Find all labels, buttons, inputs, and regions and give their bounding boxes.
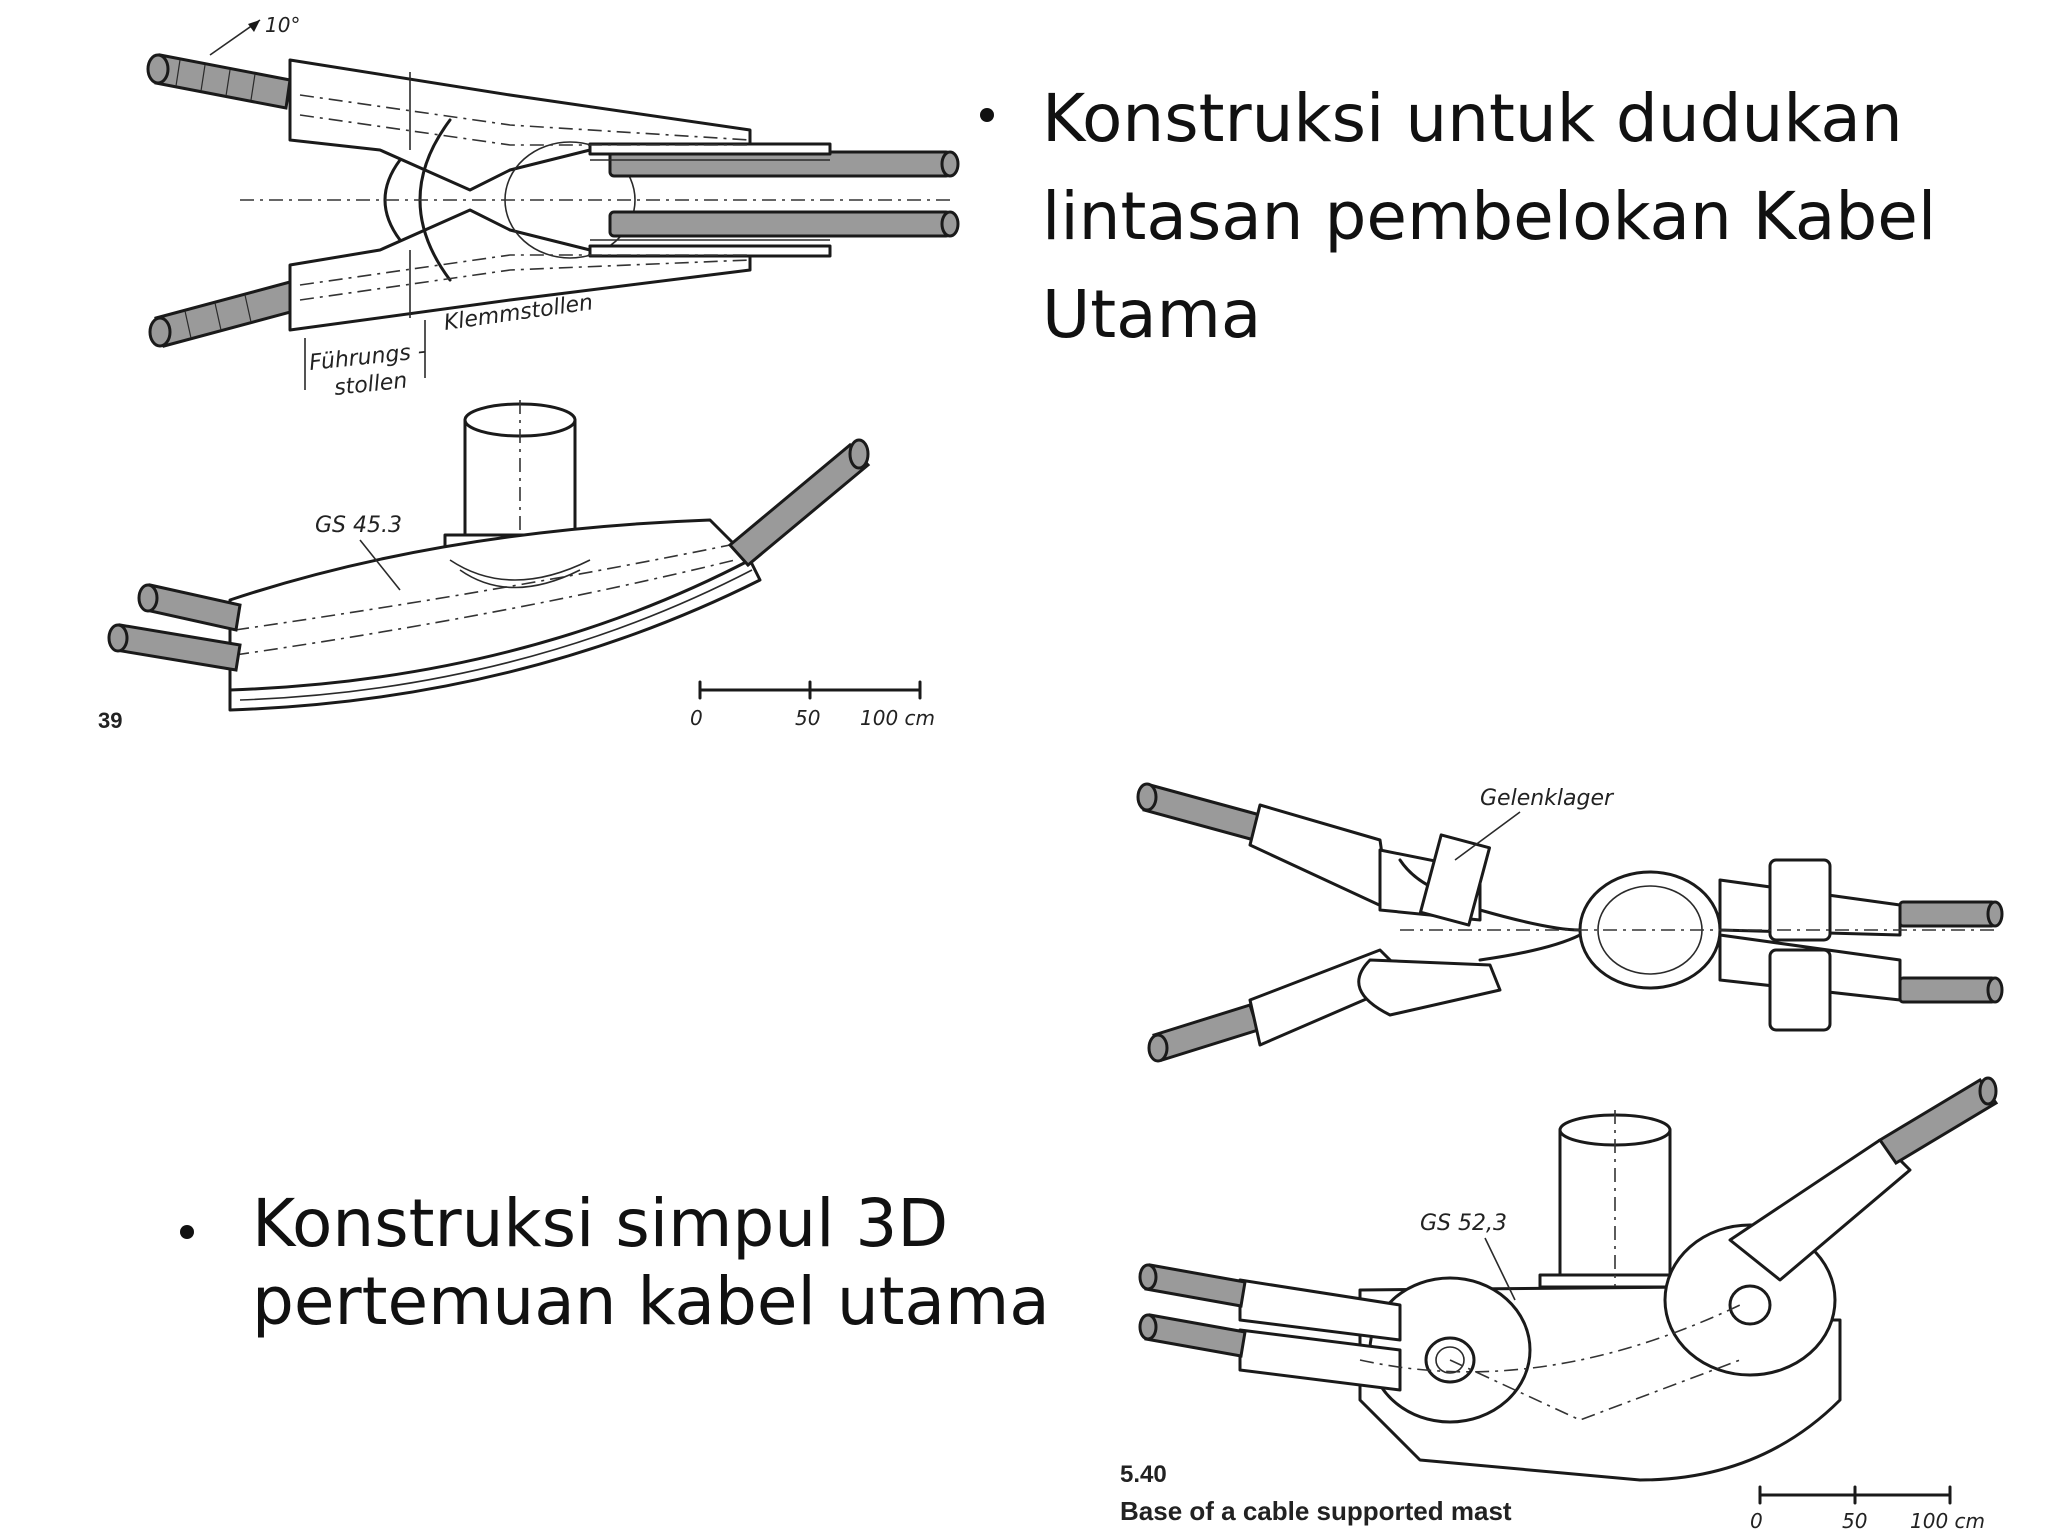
cable-right-upper — [608, 150, 960, 178]
scale-tick-0: 0 — [1750, 1509, 1763, 1533]
clevis-right-lower — [1768, 948, 1832, 1032]
bullet-cable-deflection-seat: Konstruksi untuk dudukan lintasan pembel… — [980, 70, 2020, 364]
scale-tick-0: 0 — [690, 706, 703, 730]
scale-bar-node: 0 50 100 cm — [1750, 1485, 1985, 1533]
cable-node-elev-left-2 — [1138, 1313, 1247, 1358]
figure-cable-saddle: 10° Führungs - stollen Klemmstollen — [98, 13, 960, 733]
angle-label: 10° — [265, 13, 300, 37]
cable-node-right-lower — [1898, 976, 2004, 1004]
label-guide-tunnel-2: stollen — [333, 368, 408, 401]
figure-number: 39 — [98, 708, 122, 733]
clevis-right-upper — [1768, 858, 1832, 942]
cable-node-right-upper — [1898, 900, 2004, 928]
bullet-3d-node: Konstruksi simpul 3D pertemuan kabel uta… — [180, 1185, 1080, 1341]
node-plan-view: Gelenklager — [1136, 782, 2004, 1063]
cable-node-upper-left — [1136, 782, 1262, 842]
label-joint-bearing: Gelenklager — [1480, 786, 1615, 811]
figure-caption: Base of a cable supported mast — [1120, 1496, 1512, 1526]
scale-tick-50: 50 — [795, 706, 820, 730]
cable-node-lower-left — [1147, 1003, 1260, 1063]
node-elevation-view: GS 52,3 — [1138, 1076, 1999, 1482]
bullet-text: Konstruksi simpul 3D pertemuan kabel uta… — [252, 1185, 1050, 1340]
cable-elevation-left-1 — [137, 583, 242, 632]
scale-tick-100: 100 cm — [1910, 1509, 1985, 1533]
cable-elevation-left-2 — [107, 623, 242, 672]
cable-right-lower — [608, 210, 960, 238]
cable-elevation-right — [727, 438, 871, 568]
cable-lower-left — [148, 280, 300, 348]
material-label: GS 45.3 — [315, 513, 402, 538]
scale-tick-50: 50 — [1842, 1509, 1867, 1533]
material-label-node: GS 52,3 — [1420, 1211, 1507, 1236]
bullet-dot — [180, 1225, 194, 1239]
mast-stub-node — [1538, 1110, 1692, 1320]
cable-node-elev-left-1 — [1138, 1263, 1247, 1308]
figure-number-node: 5.40 — [1120, 1461, 1167, 1488]
bullet-dot — [980, 108, 994, 122]
scale-tick-100: 100 cm — [860, 706, 935, 730]
bullet-text: Konstruksi untuk dudukan lintasan pembel… — [1042, 80, 1937, 353]
cable-upper-left — [146, 53, 292, 110]
label-guide-tunnel-1: Führungs - — [308, 339, 427, 376]
joint-bearing-block — [1418, 833, 1492, 927]
scale-bar: 0 50 100 cm — [690, 680, 935, 730]
saddle-plan-view: 10° Führungs - stollen Klemmstollen — [146, 13, 960, 401]
cable-node-elev-right — [1877, 1076, 1999, 1166]
saddle-elevation-view: GS 45.3 39 0 50 100 cm — [98, 400, 935, 733]
figure-mast-base-node: Gelenklager — [1120, 782, 2004, 1533]
